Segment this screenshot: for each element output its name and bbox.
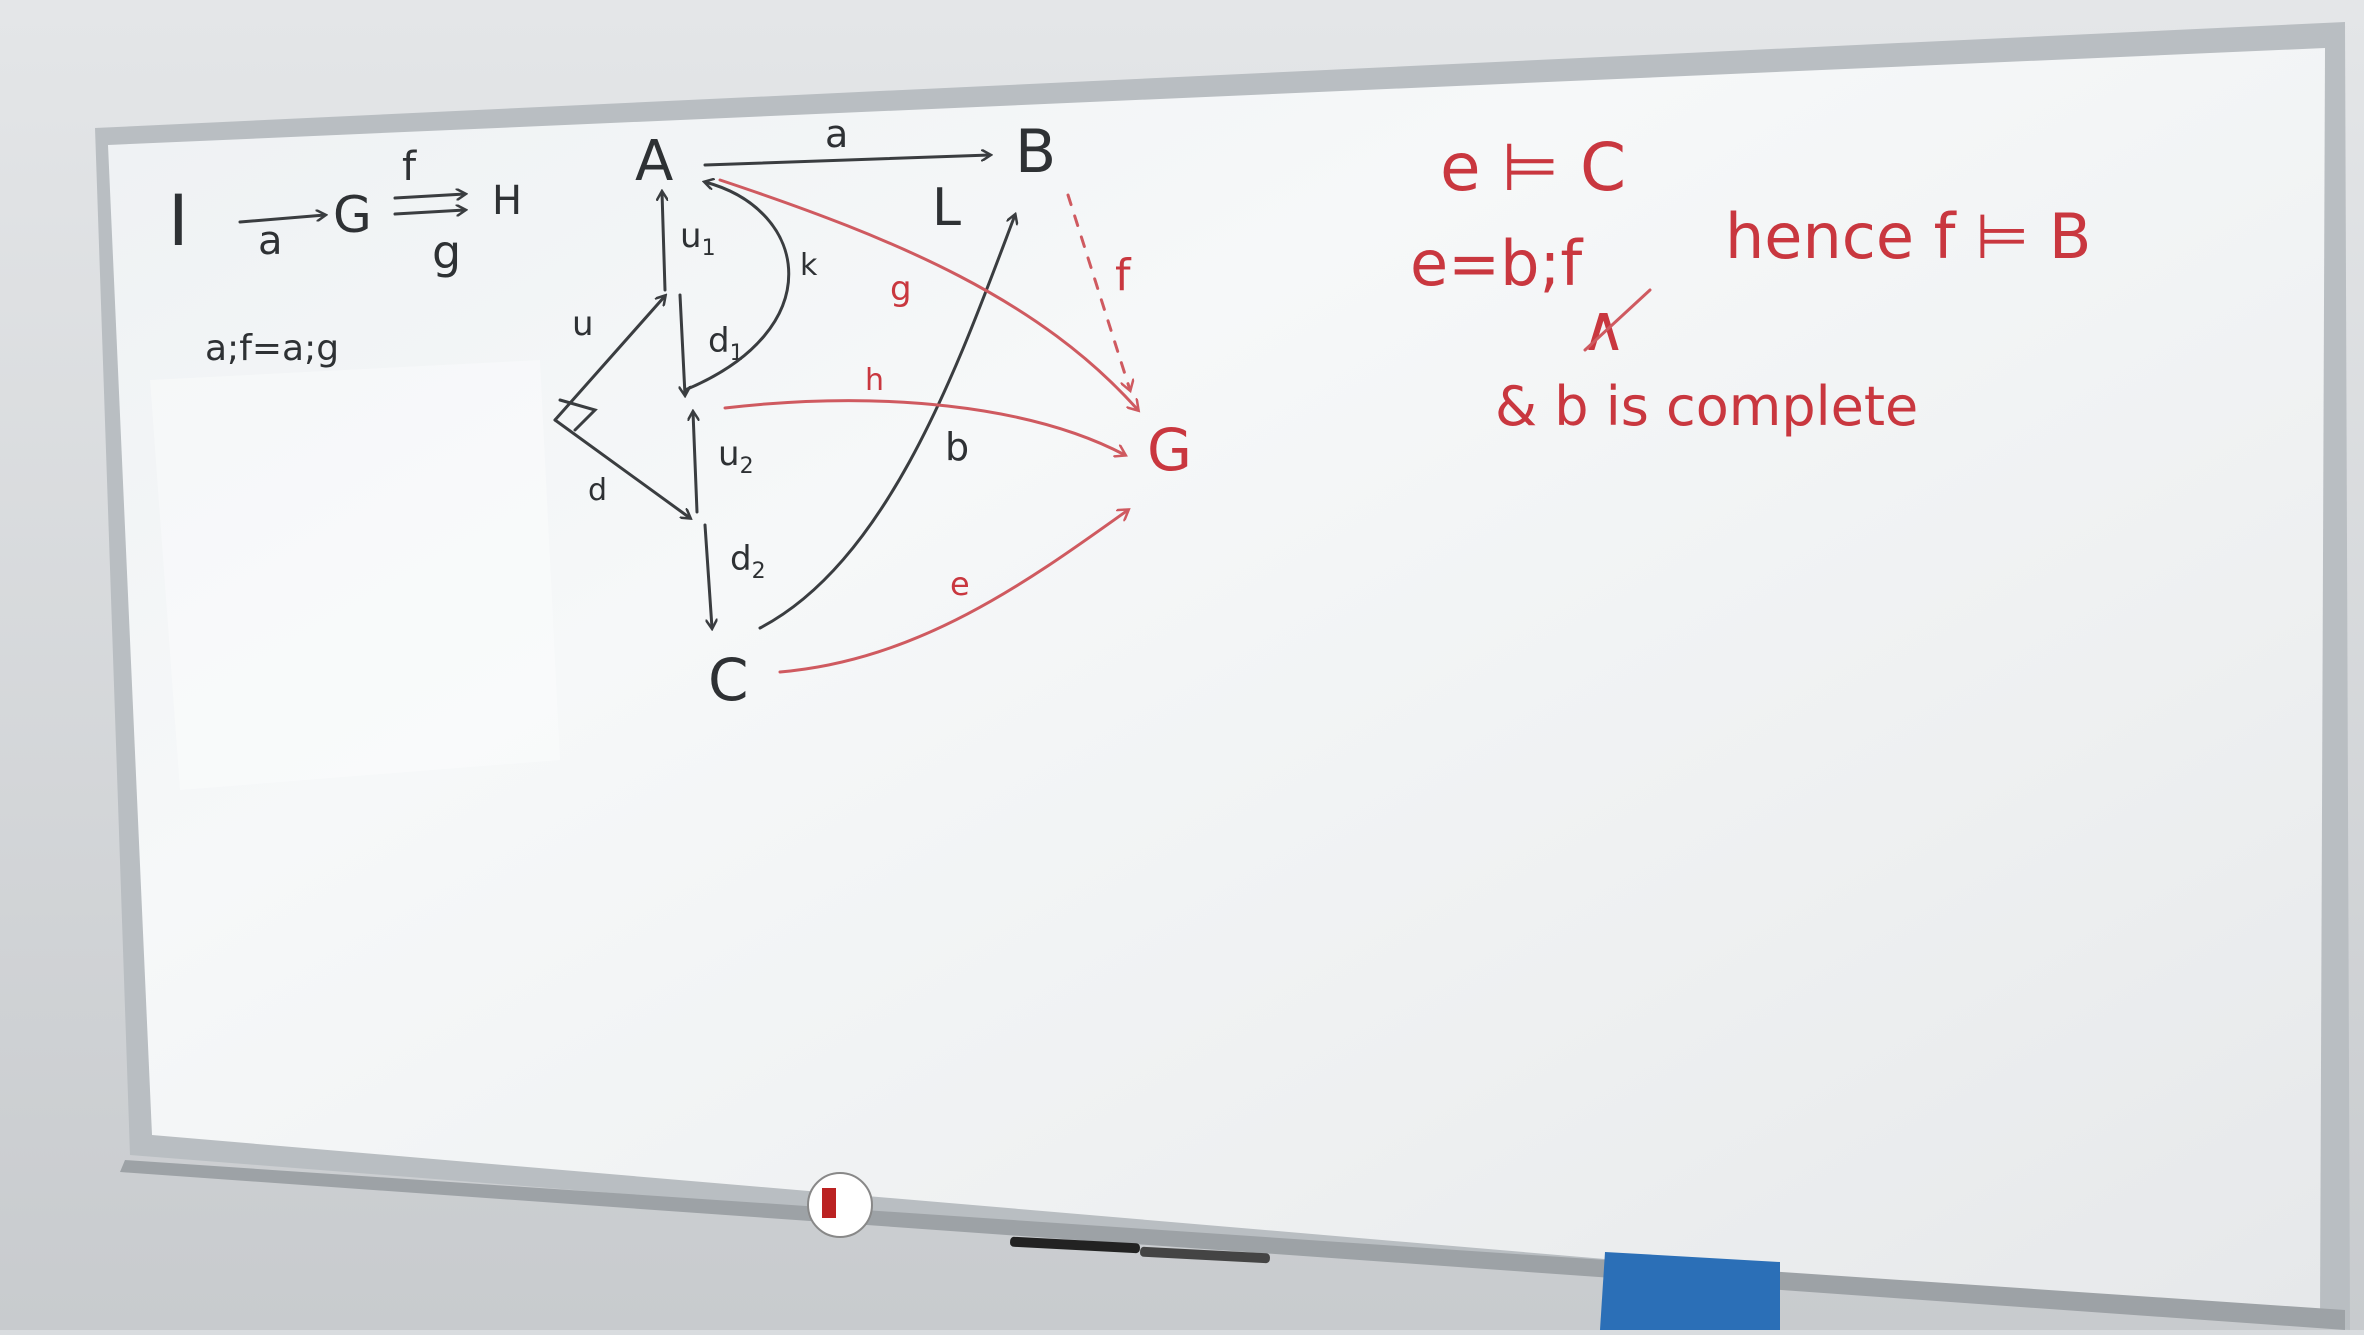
equation-I: I — [168, 180, 189, 262]
label-f-red: f — [1115, 250, 1132, 301]
arrow-u2 — [693, 412, 697, 514]
arrow-a-AB — [703, 155, 990, 167]
label-d2: d2 — [730, 539, 766, 584]
note-line1: e ⊨ C — [1440, 129, 1626, 206]
arrow-a — [238, 215, 325, 224]
label-b: b — [945, 425, 969, 469]
note-line3: & b is complete — [1495, 375, 1918, 438]
sticker-figure — [822, 1188, 836, 1218]
equation-f: f — [402, 144, 417, 190]
arrow-h-red — [723, 399, 1125, 455]
node-G: G — [1147, 416, 1192, 484]
right-notes: e ⊨ C e=b;f hence f ⊨ B ∧ & b is complet… — [1410, 129, 2091, 438]
arrow-g — [393, 210, 465, 214]
label-d: d — [588, 473, 607, 508]
corner-mark — [558, 398, 598, 432]
label-a: a — [825, 112, 848, 156]
lambda-sticker — [807, 1172, 873, 1238]
arrow-d — [553, 418, 690, 518]
arrow-d2 — [703, 523, 712, 628]
marker-pen — [1140, 1246, 1270, 1264]
arrow-u — [553, 296, 665, 422]
commutative-diagram: A B C G L a u1 d1 u2 d2 u d k b g — [553, 112, 1192, 714]
board-surface — [108, 48, 2325, 1320]
arrow-u1 — [662, 192, 665, 292]
node-L: L — [932, 178, 961, 238]
marker-tray — [120, 1160, 2345, 1330]
equation-g: g — [432, 225, 461, 279]
left-equation: I a G f g H a;f=a;g — [168, 144, 522, 369]
label-u: u — [572, 304, 594, 344]
wedge-stroke — [1583, 288, 1652, 352]
equation-relation: a;f=a;g — [205, 328, 339, 369]
arrow-b — [758, 215, 1015, 630]
label-k: k — [800, 248, 818, 283]
node-C: C — [708, 646, 749, 714]
label-u1: u1 — [680, 216, 716, 261]
eraser — [1600, 1252, 1780, 1330]
label-g-red: g — [890, 269, 912, 309]
equation-H: H — [492, 178, 522, 224]
equation-G: G — [333, 186, 372, 244]
node-A: A — [635, 129, 673, 194]
note-line2-left: e=b;f — [1410, 227, 1584, 300]
label-u2: u2 — [718, 434, 754, 479]
label-e-red: e — [950, 565, 970, 603]
equation-a: a — [258, 218, 283, 264]
glare — [150, 360, 560, 790]
arrow-k — [683, 182, 791, 392]
label-h-red: h — [865, 363, 884, 398]
marker-pen — [1010, 1236, 1140, 1254]
arrow-g-red — [718, 178, 1138, 410]
note-line2-right: hence f ⊨ B — [1725, 200, 2091, 273]
arrow-d1 — [678, 293, 685, 395]
arrow-f — [393, 194, 465, 198]
node-B: B — [1015, 117, 1056, 187]
note-wedge: ∧ — [1580, 292, 1627, 366]
arrow-e-red — [778, 510, 1128, 674]
